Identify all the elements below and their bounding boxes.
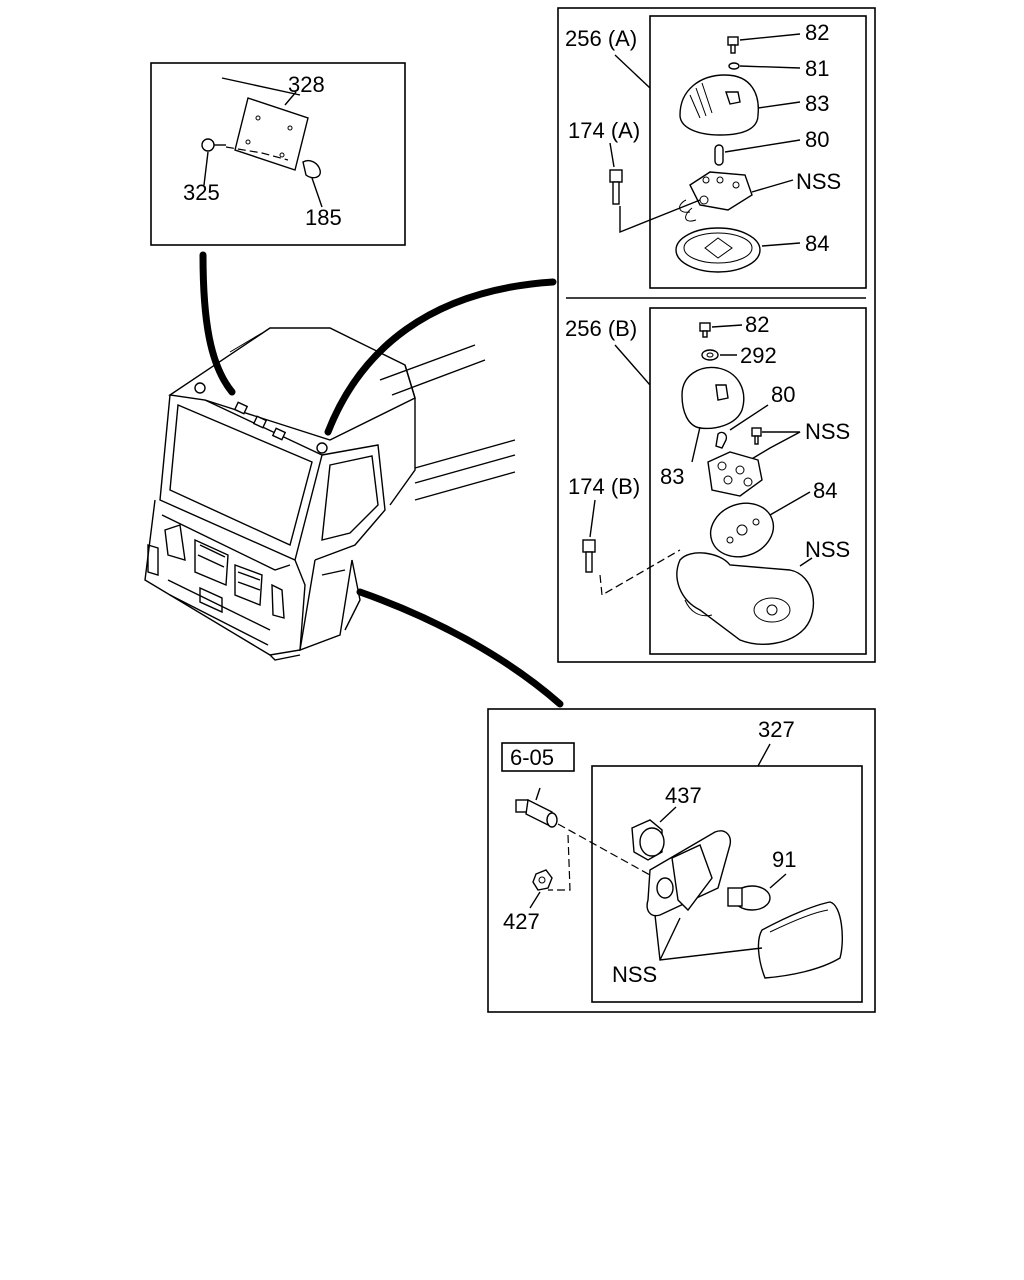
lamp-base-icon — [679, 171, 753, 222]
callout-82a: 82 — [805, 20, 829, 45]
callout-80a: 80 — [805, 127, 829, 152]
pointer-arc-license-lamp — [199, 251, 236, 396]
socket-icon — [631, 819, 665, 861]
gasket-icon — [709, 502, 775, 558]
screw-icon — [751, 427, 762, 445]
reference-6-05: 6-05 — [510, 745, 554, 770]
callout-91: 91 — [772, 847, 796, 872]
nut-icon — [532, 869, 553, 891]
bolt-icon — [582, 539, 596, 573]
callout-nss-a: NSS — [796, 169, 841, 194]
callout-174a: 174 (A) — [568, 118, 640, 143]
pointer-arc-roof-lamp — [324, 278, 557, 436]
callout-nss-b-housing: NSS — [805, 537, 850, 562]
gasket-icon — [675, 227, 761, 273]
screw-icon — [727, 36, 739, 54]
bulb-icon — [714, 144, 724, 166]
screw-icon — [699, 322, 711, 338]
callout-nss-b-screws: NSS — [805, 419, 850, 444]
callout-325: 325 — [183, 180, 220, 205]
lamp-socket-icon — [707, 451, 763, 497]
callout-83b: 83 — [660, 464, 684, 489]
callout-84a: 84 — [805, 231, 829, 256]
roof-lamp-variant-b: 256 (B) 174 (B) 82 292 80 NSS 83 84 NSS — [565, 307, 867, 655]
reference-box-6-05 — [501, 742, 575, 772]
clip-icon — [302, 159, 321, 179]
roof-lamp-panel: 256 (A) 174 (A) 82 81 83 80 NSS 84 — [557, 7, 876, 663]
connector-icon — [515, 798, 558, 828]
callout-81a: 81 — [805, 56, 829, 81]
side-turn-lamp-panel: 327 6-05 437 91 427 NSS — [487, 708, 876, 1013]
callout-327: 327 — [758, 717, 795, 742]
license-plate-lamp-icon — [234, 97, 309, 171]
callout-256a: 256 (A) — [565, 26, 637, 51]
bolt-icon — [609, 169, 623, 205]
pointer-arc-side-turn-lamp — [356, 588, 564, 708]
callout-328: 328 — [288, 72, 325, 97]
bulb-icon — [715, 431, 728, 449]
callout-83a: 83 — [805, 91, 829, 116]
callout-82b: 82 — [745, 312, 769, 337]
lens-cover-icon — [757, 901, 843, 979]
callout-nss-c: NSS — [612, 962, 657, 987]
callout-256b: 256 (B) — [565, 316, 637, 341]
callout-427: 427 — [503, 909, 540, 934]
callout-185: 185 — [305, 205, 342, 230]
truck-cab-illustration — [144, 251, 564, 708]
washer-icon — [701, 349, 719, 361]
lens-dome-icon — [681, 366, 745, 430]
callout-80b: 80 — [771, 382, 795, 407]
callout-437: 437 — [665, 783, 702, 808]
callout-84b: 84 — [813, 478, 837, 503]
bulb-icon — [727, 885, 771, 911]
callout-174b: 174 (B) — [568, 474, 640, 499]
roof-lamp-variant-a: 256 (A) 174 (A) 82 81 83 80 NSS 84 — [565, 15, 867, 289]
washer-icon — [728, 62, 740, 70]
license-lamp-panel: 328 325 185 — [150, 62, 406, 246]
lamp-body-icon — [646, 830, 732, 917]
lamp-housing-icon — [676, 552, 815, 645]
lens-dome-icon — [679, 74, 759, 136]
screw-icon — [201, 138, 226, 152]
callout-292b: 292 — [740, 343, 777, 368]
